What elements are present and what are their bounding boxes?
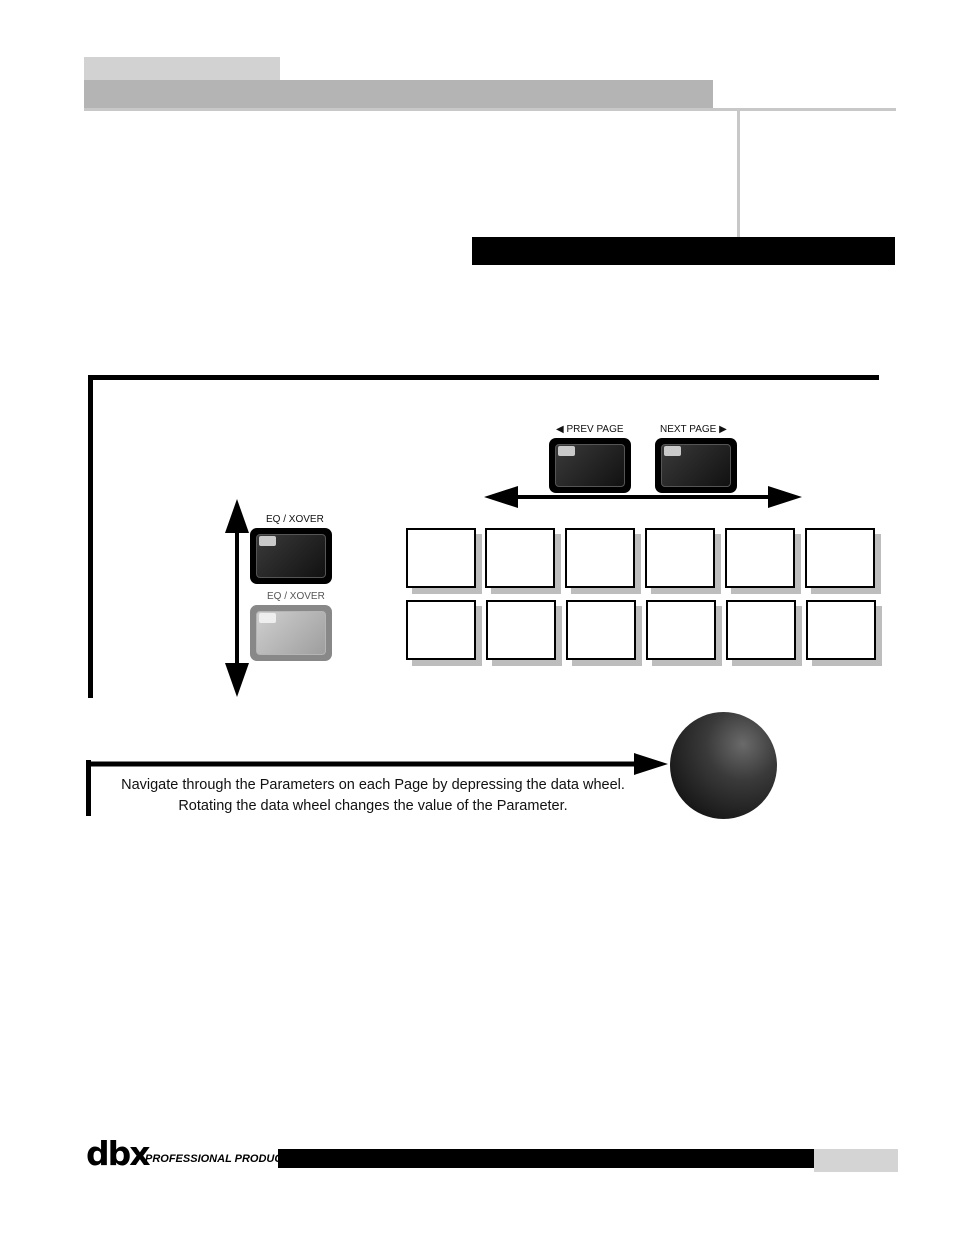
parameter-box-r2-c4[interactable] [646,600,716,660]
led-indicator [558,446,575,456]
header-vertical-rule [737,111,740,237]
eq-xover-button-active[interactable] [250,528,332,584]
caption: Navigate through the Parameters on each … [93,775,653,817]
parameter-box-r1-c5[interactable] [725,528,795,588]
next-page-button[interactable] [655,438,737,493]
parameter-box-r2-c2[interactable] [486,600,556,660]
right-arrow-icon [86,753,668,775]
eq-xover-label-bottom: EQ / XOVER [267,591,325,602]
header-rule [84,108,896,111]
led-indicator [259,613,276,623]
led-indicator [259,536,276,546]
caption-line-1: Navigate through the Parameters on each … [121,777,625,793]
logo-subtitle: PROFESSIONAL PRODUCTS [145,1153,297,1165]
parameter-box-r1-c4[interactable] [645,528,715,588]
parameter-box-r1-c6[interactable] [805,528,875,588]
caption-line-2: Rotating the data wheel changes the valu… [178,798,568,814]
parameter-box-r2-c1[interactable] [406,600,476,660]
horizontal-double-arrow-icon [484,486,802,508]
parameter-box-r1-c2[interactable] [485,528,555,588]
footer-page-tab [814,1149,898,1172]
parameter-box-r2-c6[interactable] [806,600,876,660]
prev-page-button[interactable] [549,438,631,493]
caption-frame-left [86,760,91,816]
next-page-label: NEXT PAGE ▶ [660,424,727,435]
section-title-bar [472,237,895,265]
parameter-box-r1-c1[interactable] [406,528,476,588]
parameter-box-r2-c5[interactable] [726,600,796,660]
panel-frame-left [88,375,93,698]
panel-frame-top [88,375,879,380]
parameter-box-r1-c3[interactable] [565,528,635,588]
led-indicator [664,446,681,456]
header-band [84,80,713,108]
parameter-box-r2-c3[interactable] [566,600,636,660]
eq-xover-button-inactive[interactable] [250,605,332,661]
footer-bar [278,1149,814,1168]
data-wheel[interactable] [670,712,777,819]
dbx-logo: dbx [86,1134,151,1173]
prev-page-label: ◀ PREV PAGE [556,424,624,435]
vertical-double-arrow-icon [225,499,249,697]
eq-xover-label-top: EQ / XOVER [266,514,324,525]
header-tab [84,57,280,80]
